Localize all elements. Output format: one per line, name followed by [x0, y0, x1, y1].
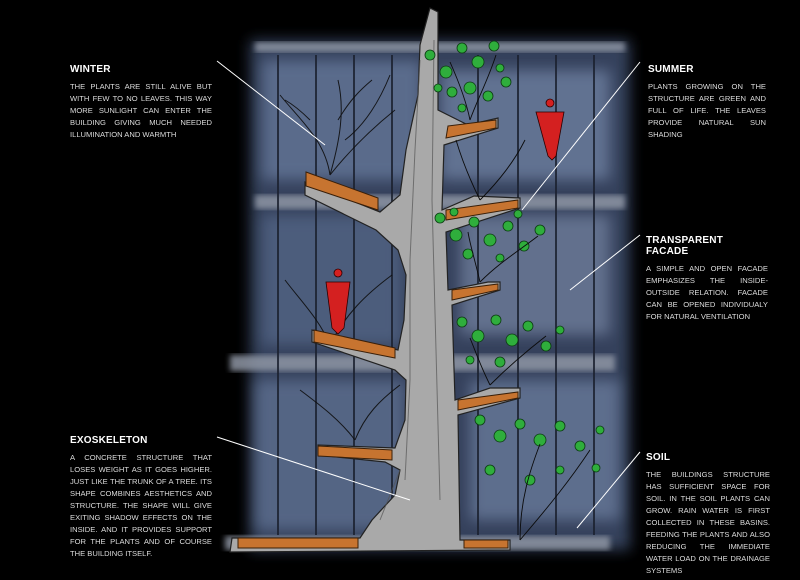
soil-title: SOIL [646, 452, 671, 463]
summer-foliage [424, 40, 605, 486]
exoskeleton-annotation: EXOSKELETON A CONCRETE STRUCTURE THAT LO… [70, 435, 212, 560]
summer-text: PLANTS GROWING ON THE STRUCTURE ARE GREE… [648, 82, 766, 139]
figure-lower [325, 268, 351, 335]
winter-annotation: WINTER THE PLANTS ARE STILL ALIVE BUT WI… [70, 64, 212, 141]
soil-annotation: SOIL THE BUILDINGS STRUCTURE HAS SUFFICI… [646, 452, 770, 577]
facade-text: A SIMPLE AND OPEN FACADE EMPHASIZES THE … [646, 264, 768, 321]
soil-text: THE BUILDINGS STRUCTURE HAS SUFFICIENT S… [646, 470, 770, 575]
trunk-shading [379, 39, 441, 521]
leader-lines [216, 60, 641, 529]
winter-branches [279, 74, 401, 441]
winter-title: WINTER [70, 64, 111, 75]
exoskeleton-text: A CONCRETE STRUCTURE THAT LOSES WEIGHT A… [70, 453, 212, 558]
winter-text: THE PLANTS ARE STILL ALIVE BUT WITH FEW … [70, 82, 212, 139]
summer-annotation: SUMMER PLANTS GROWING ON THE STRUCTURE A… [648, 64, 766, 141]
facade-annotation: TRANSPARENT FACADE A SIMPLE AND OPEN FAC… [646, 235, 768, 323]
figure-upper [535, 98, 565, 161]
facade-title: TRANSPARENT FACADE [646, 235, 724, 257]
summer-title: SUMMER [648, 64, 694, 75]
exoskeleton-trunk [229, 7, 521, 553]
summer-stems [449, 54, 591, 541]
soil-basins [237, 119, 519, 549]
exoskeleton-title: EXOSKELETON [70, 435, 148, 446]
